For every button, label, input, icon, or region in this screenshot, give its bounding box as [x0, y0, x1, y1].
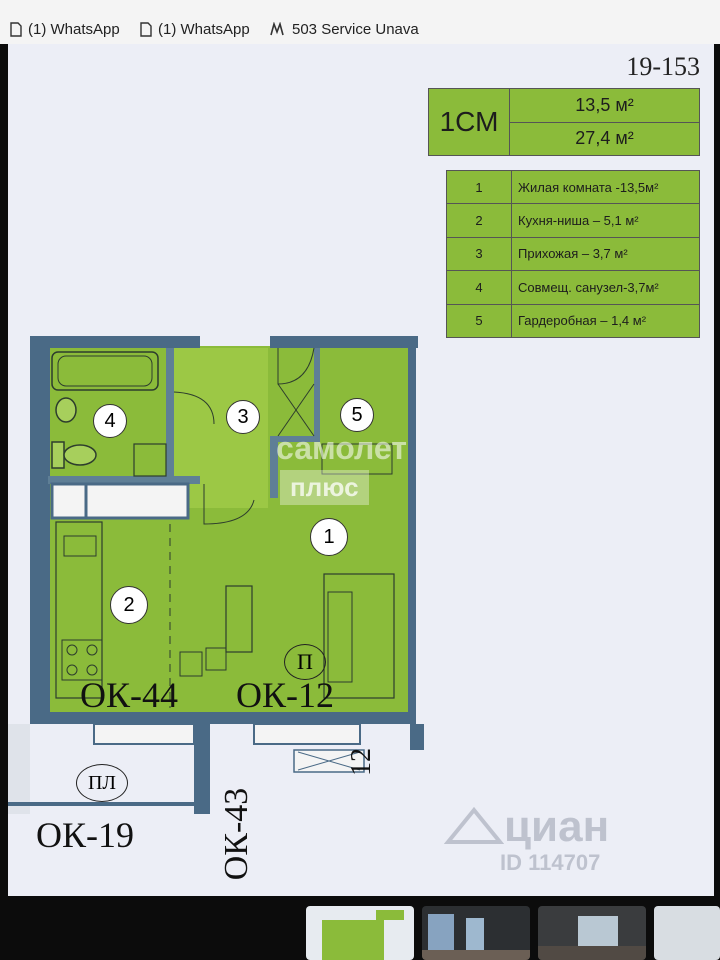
room-label: Жилая комната -13,5м² [511, 169, 700, 205]
bookmarks-bar: (1) WhatsApp (1) WhatsApp 503 Service Un… [0, 0, 720, 44]
thumbnail-photo-interior[interactable] [654, 906, 720, 960]
label-pl: ПЛ [76, 764, 128, 802]
area-living: 13,5 м² [509, 88, 700, 123]
label-p: П [284, 644, 326, 680]
room-label: Совмещ. санузел-3,7м² [511, 270, 700, 305]
wing-icon [270, 22, 284, 36]
bookmark-label: 503 Service Unava [292, 20, 419, 38]
room-marker-2: 2 [110, 586, 148, 624]
room-label: Кухня-ниша – 5,1 м² [511, 203, 700, 238]
bookmark-whatsapp-2[interactable]: (1) WhatsApp [140, 18, 250, 40]
brand-watermark-top: самолет [276, 430, 407, 466]
room-marker-4: 4 [93, 404, 127, 438]
room-num: 1 [446, 169, 512, 205]
plan-code: 19-153 [626, 52, 700, 81]
room-num: 3 [446, 236, 512, 272]
doc-icon [10, 21, 22, 37]
window-label-12: 12 [346, 748, 377, 776]
window-label-ok43: ОК-43 [218, 787, 255, 881]
room-num: 2 [446, 203, 512, 238]
room-marker-3: 3 [226, 400, 260, 434]
cian-watermark: циан [504, 802, 610, 851]
doc-icon [140, 21, 152, 37]
bookmark-whatsapp-1[interactable]: (1) WhatsApp [10, 18, 120, 40]
thumbnail-photo-window[interactable] [422, 906, 530, 960]
room-num: 5 [446, 303, 512, 339]
bookmark-503[interactable]: 503 Service Unava [270, 18, 419, 40]
bookmark-label: (1) WhatsApp [158, 20, 250, 38]
bookmark-label: (1) WhatsApp [28, 20, 120, 38]
room-label: Прихожая – 3,7 м² [511, 236, 700, 272]
apartment-type: 1СМ [428, 88, 510, 156]
window-label-ok44: ОК-44 [80, 675, 178, 715]
thumbnail-floorplan[interactable] [306, 906, 414, 960]
area-total: 27,4 м² [509, 121, 700, 156]
brand-watermark-bottom: плюс [280, 470, 369, 505]
apartment-type-table: 1СМ 13,5 м² 27,4 м² [428, 88, 700, 156]
room-label: Гардеробная – 1,4 м² [511, 303, 700, 339]
window-label-ok19: ОК-19 [36, 815, 134, 855]
room-marker-5: 5 [340, 398, 374, 432]
thumbnail-photo-room[interactable] [538, 906, 646, 960]
thumbnail-strip [0, 896, 720, 960]
window-label-ok12: ОК-12 [236, 675, 334, 715]
room-marker-1: 1 [310, 518, 348, 556]
cian-logo-icon [444, 806, 504, 844]
listing-id-watermark: ID 114707 [500, 850, 601, 875]
room-num: 4 [446, 270, 512, 305]
